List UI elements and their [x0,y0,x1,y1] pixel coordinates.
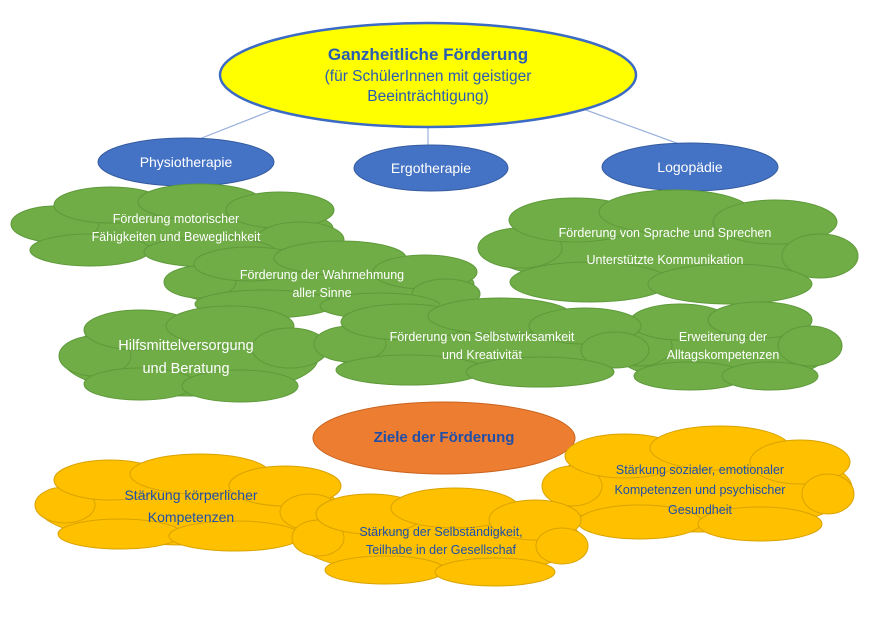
cloud-assistive-devices [58,305,329,403]
main-topic-ellipse [218,21,638,129]
cloud-perception [163,240,481,320]
cloud-self-efficacy [313,297,650,388]
cloud-goal-social [541,425,855,542]
ergotherapy-ellipse [353,144,509,192]
cloud-goal-independence [291,487,589,587]
cloud-speech [477,189,859,305]
cloud-daily-skills [607,301,843,391]
logopedics-ellipse [601,142,779,192]
connector-line-logo [574,105,683,146]
physiotherapy-ellipse [97,137,275,187]
goals-header-ellipse [312,401,576,475]
